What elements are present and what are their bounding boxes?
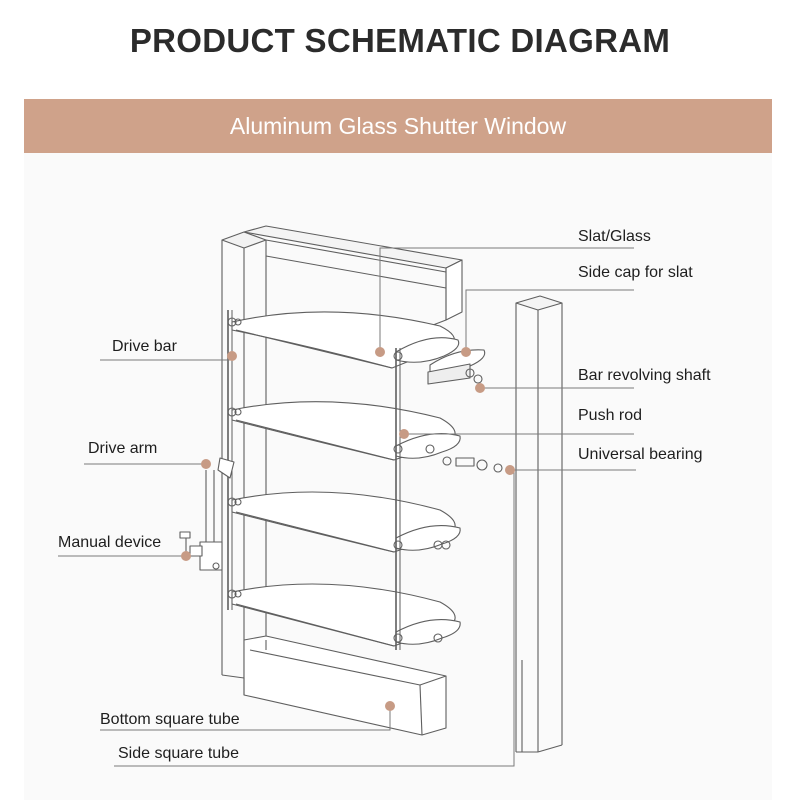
push-rod-shape [393, 348, 403, 650]
label-bottom-square-tube: Bottom square tube [100, 711, 240, 728]
label-bar-revolving-shaft: Bar revolving shaft [578, 367, 711, 384]
subtitle-text: Aluminum Glass Shutter Window [229, 112, 567, 139]
leader-lines [58, 247, 636, 767]
label-drive-bar: Drive bar [112, 338, 177, 355]
label-manual-device: Manual device [58, 534, 162, 551]
right-side-post [515, 295, 563, 753]
label-drive-arm: Drive arm [88, 440, 158, 457]
callout-markers [181, 347, 515, 711]
label-universal-bearing: Universal bearing [578, 446, 703, 463]
bottom-square-tube-shape [243, 635, 447, 736]
subtitle-banner: Aluminum Glass Shutter Window [24, 99, 772, 153]
top-square-tube [243, 225, 463, 331]
exploded-cap-parts [427, 349, 503, 473]
label-push-rod: Push rod [578, 407, 643, 424]
label-side-cap: Side cap for slat [578, 264, 693, 281]
page-title: PRODUCT SCHEMATIC DIAGRAM [129, 22, 671, 59]
drive-arm-and-manual-device [179, 457, 235, 571]
slat-side-caps [395, 337, 461, 645]
label-slat-glass: Slat/Glass [578, 228, 651, 245]
label-side-square-tube: Side square tube [118, 745, 239, 762]
